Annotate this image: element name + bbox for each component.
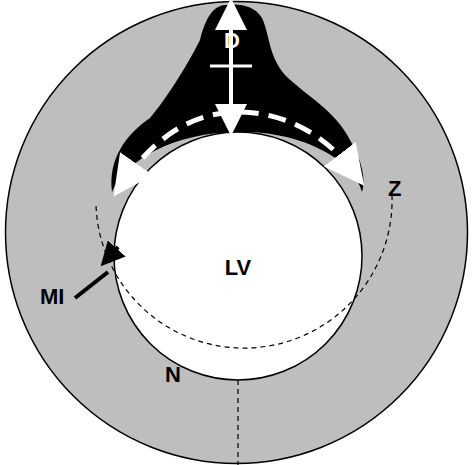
leader-line (75, 272, 108, 298)
zone-label: Z (388, 178, 401, 200)
cavity-label: LV (225, 257, 251, 279)
cavity-node: LV (221, 253, 255, 283)
dashed-divider (237, 380, 238, 465)
depth-label: D (224, 30, 240, 52)
myocardium-ring (6, 2, 468, 464)
normal-label: N (165, 364, 181, 386)
dashed-border (96, 195, 392, 348)
cavity-outline (114, 132, 362, 380)
zone-arrow (125, 112, 352, 180)
depth-tick (210, 65, 252, 68)
infarct-label: MI (40, 286, 64, 308)
leader-arrow (107, 247, 119, 258)
